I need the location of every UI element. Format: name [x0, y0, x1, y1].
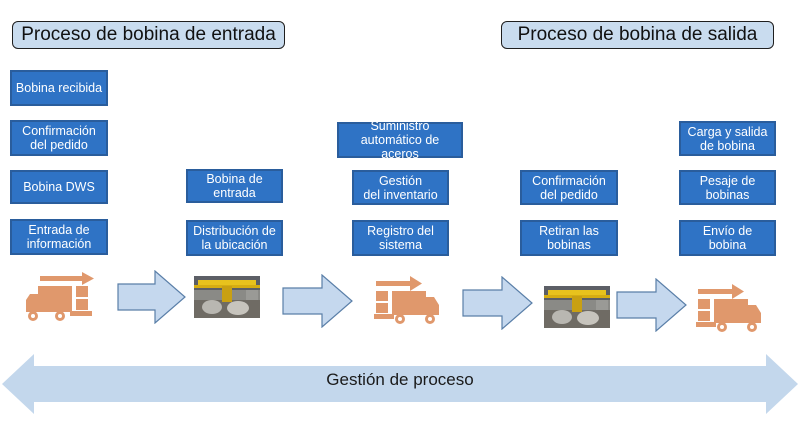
step-bobina-dws: Bobina DWS [10, 170, 108, 204]
header-outbound-process: Proceso de bobina de salida [501, 21, 774, 49]
truck-unloading-icon [26, 272, 94, 321]
process-management-label: Gestión de proceso [326, 370, 474, 389]
truck-loading-icon-2 [696, 284, 761, 332]
crane-photo [194, 276, 260, 318]
crane-photo-2 [544, 286, 610, 328]
truck-loading-icon [374, 276, 439, 324]
step-bobina-recibida: Bobina recibida [10, 70, 108, 106]
flow-arrow-1 [117, 270, 186, 324]
process-double-arrow [2, 354, 798, 414]
flow-arrow-2 [282, 274, 353, 328]
flow-arrow-3 [462, 276, 533, 330]
flow-arrow-4 [616, 278, 687, 332]
header-inbound-process: Proceso de bobina de entrada [12, 21, 285, 49]
